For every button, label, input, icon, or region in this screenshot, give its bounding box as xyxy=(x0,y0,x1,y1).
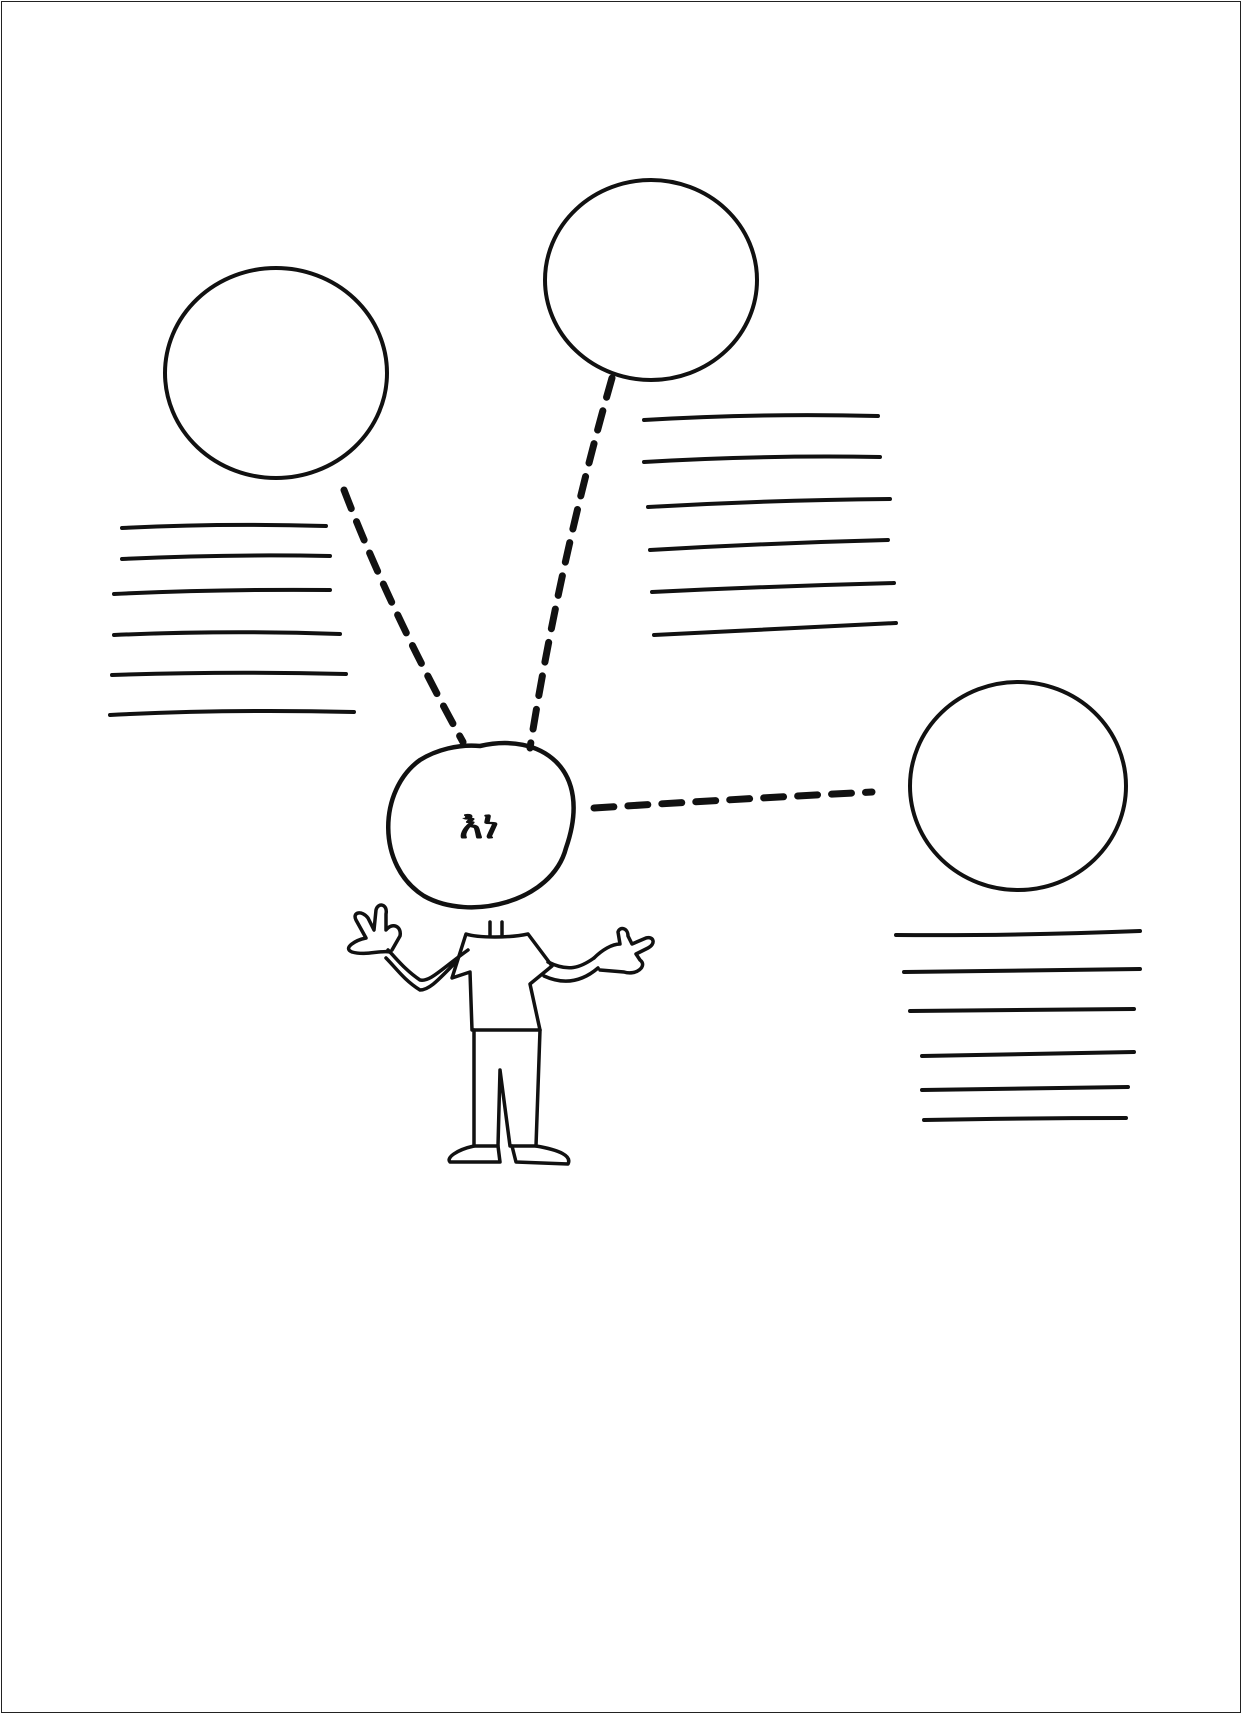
person-legs xyxy=(474,1030,540,1146)
writing-line[interactable] xyxy=(652,583,894,592)
topic-circle[interactable] xyxy=(545,180,757,380)
writing-lines-top-center xyxy=(644,415,896,635)
writing-line[interactable] xyxy=(896,931,1140,935)
center-label: እነ xyxy=(459,802,499,848)
writing-line[interactable] xyxy=(648,499,890,507)
person-right-hand xyxy=(594,929,653,973)
topic-bubble-top-left xyxy=(165,268,387,478)
connectors xyxy=(344,378,872,808)
writing-line[interactable] xyxy=(112,673,346,675)
writing-line[interactable] xyxy=(114,632,340,635)
topic-circle[interactable] xyxy=(165,268,387,478)
writing-line[interactable] xyxy=(122,525,326,528)
person-left-hand xyxy=(349,905,401,953)
writing-line[interactable] xyxy=(644,415,878,420)
writing-line[interactable] xyxy=(922,1087,1128,1090)
topic-circle[interactable] xyxy=(910,682,1126,890)
connector-right xyxy=(594,792,872,808)
writing-line[interactable] xyxy=(114,590,330,594)
person-neck xyxy=(490,922,502,936)
topic-bubble-top-center xyxy=(545,180,757,380)
writing-line[interactable] xyxy=(904,969,1140,972)
writing-line[interactable] xyxy=(924,1118,1126,1120)
writing-line[interactable] xyxy=(650,540,888,550)
writing-line[interactable] xyxy=(110,711,354,715)
writing-line[interactable] xyxy=(654,623,896,635)
person-right-arm xyxy=(544,958,598,981)
writing-lines-left xyxy=(110,525,354,715)
topic-bubble-right xyxy=(910,682,1126,890)
writing-line[interactable] xyxy=(644,457,880,462)
writing-line[interactable] xyxy=(122,555,330,559)
writing-line[interactable] xyxy=(910,1009,1134,1011)
person-feet xyxy=(449,1146,569,1164)
writing-line[interactable] xyxy=(922,1052,1134,1056)
connector-top-center xyxy=(530,378,612,748)
writing-lines-right xyxy=(896,931,1140,1120)
person-shirt xyxy=(452,934,552,1030)
connector-top-left xyxy=(344,490,463,742)
